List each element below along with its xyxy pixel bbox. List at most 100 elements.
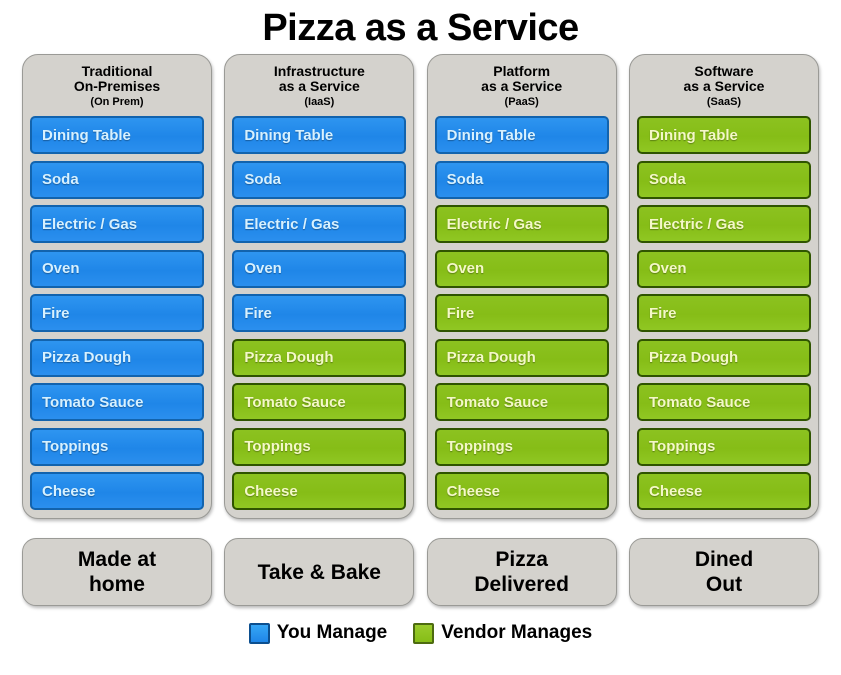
stack-item-label: Fire (42, 304, 70, 322)
stack-item[interactable]: Soda (30, 160, 204, 199)
outcome-label-line2: home (88, 573, 145, 596)
stack-item[interactable]: Toppings (636, 427, 811, 466)
service-title-line2: On-Premises (73, 78, 161, 94)
service-title-line1: Platform (493, 63, 551, 79)
page-title: Pizza as a Service (262, 7, 579, 49)
outcome-label-line1: Dined (694, 548, 754, 571)
stack-item[interactable]: Toppings (30, 427, 204, 466)
stack-item[interactable]: Cheese (434, 472, 609, 510)
legend-entry: Vendor Manages (413, 622, 592, 644)
outcome-label-line2: Out (705, 573, 743, 596)
service-title-line1: Software (694, 63, 754, 79)
stack-item[interactable]: Electric / Gas (30, 205, 204, 243)
stack-item[interactable]: Tomato Sauce (434, 383, 609, 421)
stack-item-label: Oven (42, 260, 80, 277)
stack-item[interactable]: Oven (232, 249, 407, 288)
stack-item[interactable]: Pizza Dough (30, 338, 204, 377)
stack-item-label: Oven (446, 260, 485, 277)
stack-item[interactable]: Pizza Dough (636, 338, 811, 377)
stack-item-label: Toppings (446, 438, 514, 455)
stack-item[interactable]: Fire (232, 294, 407, 332)
stack-item[interactable]: Dining Table (636, 116, 811, 154)
stack-item[interactable]: Dining Table (30, 116, 204, 154)
stack-item[interactable]: Toppings (434, 427, 609, 466)
legend-swatch-vendor-manages-icon (413, 622, 435, 644)
stack-item[interactable]: Cheese (636, 472, 811, 510)
stack-item[interactable]: Fire (434, 294, 609, 332)
stack-item[interactable]: Electric / Gas (636, 205, 811, 243)
stack-item[interactable]: Soda (434, 160, 609, 199)
stack-item-label: Soda (648, 171, 686, 188)
stack-item-label: Electric / Gas (446, 215, 542, 233)
stack-item-label: Fire (446, 304, 475, 322)
outcome-box[interactable]: Take & Bake (224, 538, 415, 606)
stack-item[interactable]: Soda (636, 160, 811, 199)
stack-item-label: Oven (648, 260, 687, 277)
stack-item[interactable]: Cheese (30, 472, 204, 510)
stack-item-label: Electric / Gas (42, 215, 138, 233)
stack-item[interactable]: Oven (434, 249, 609, 288)
outcome-label: Take & Bake (258, 560, 381, 585)
service-title-line1: Infrastructure (273, 63, 365, 79)
stack-item-label: Tomato Sauce (244, 393, 346, 411)
stack-item-label: Toppings (244, 438, 311, 455)
service-title-line2: as a Service (278, 78, 360, 94)
stack-item-label: Fire (648, 304, 677, 322)
stack-item[interactable]: Cheese (232, 472, 407, 510)
stack-item[interactable]: Oven (30, 249, 204, 288)
outcome-label-line1: Made at (77, 548, 157, 571)
outcome-label-line1: Take & Bake (257, 560, 381, 584)
stack-item[interactable]: Electric / Gas (434, 205, 609, 243)
stack-item[interactable]: Oven (636, 249, 811, 288)
stack-item-label: Tomato Sauce (648, 393, 751, 411)
stack-item-label: Dining Table (244, 126, 334, 144)
stack-item[interactable]: Fire (636, 294, 811, 332)
legend-entry: You Manage (248, 622, 387, 644)
service-title-line2: as a Service (683, 78, 765, 94)
stack-item[interactable]: Tomato Sauce (30, 383, 204, 421)
stack-item-label: Cheese (42, 482, 96, 500)
stack-item-label: Soda (446, 171, 484, 188)
service-title-abbrev: (SaaS) (706, 96, 742, 108)
stack-item[interactable]: Pizza Dough (232, 338, 407, 377)
stack-item-label: Pizza Dough (648, 349, 739, 366)
stack-item[interactable]: Dining Table (232, 116, 407, 154)
stack-item[interactable]: Soda (232, 160, 407, 199)
legend-label: Vendor Manages (441, 622, 593, 643)
stack-item[interactable]: Tomato Sauce (232, 383, 407, 421)
stack-item-label: Pizza Dough (446, 349, 536, 366)
stack-item-label: Toppings (42, 438, 109, 455)
stack-item-label: Tomato Sauce (42, 393, 144, 411)
stack-item[interactable]: Fire (30, 294, 204, 332)
service-title-line2: as a Service (481, 78, 563, 94)
stack-item[interactable]: Toppings (232, 427, 407, 466)
stack-item[interactable]: Electric / Gas (232, 205, 407, 243)
stack-item-label: Soda (244, 171, 282, 188)
stack-item[interactable]: Tomato Sauce (636, 383, 811, 421)
service-title-abbrev: (IaaS) (304, 96, 335, 108)
stack-item[interactable]: Dining Table (434, 116, 609, 154)
stack-item-label: Oven (244, 260, 282, 277)
stack-item[interactable]: Pizza Dough (434, 338, 609, 377)
